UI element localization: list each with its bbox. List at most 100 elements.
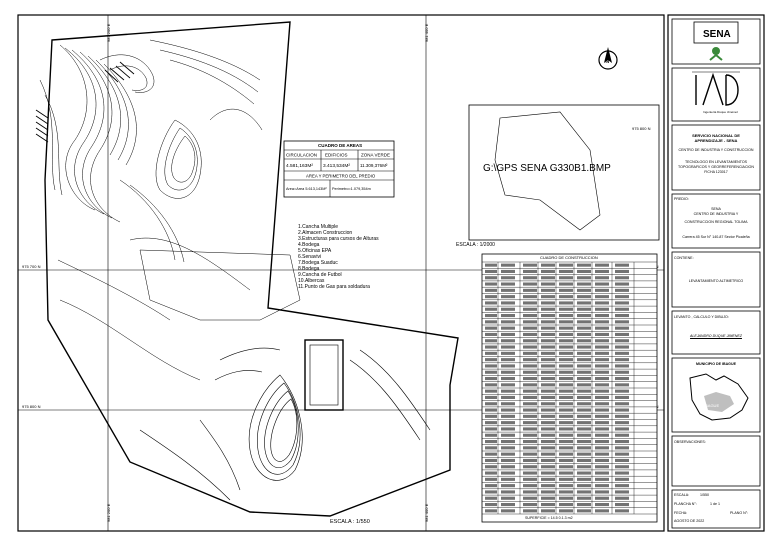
construction-table-cell [501,477,515,481]
plancha-value: 1 de 1 [710,502,720,506]
construction-table-cell [541,465,555,469]
construction-table-cell [559,503,573,507]
construction-table-cell [523,503,537,507]
observaciones-label: OBSERVACIONES: [674,440,706,444]
construction-table-cell [559,440,573,444]
construction-table-cell [559,477,573,481]
construction-table-cell [523,427,537,431]
construction-table-cell [577,503,591,507]
construction-table-cell [541,458,555,462]
construction-table-cell [501,295,515,299]
construction-table-cell [615,433,629,437]
construction-table-cell [595,358,609,362]
construction-table-cell [595,345,609,349]
construction-table-cell [501,440,515,444]
construction-table-cell [485,307,497,311]
construction-table-cell [615,452,629,456]
construction-table-cell [595,484,609,488]
areas-header-circulacion: CIRCULACION [286,153,317,158]
predio-label: PREDIO: [674,197,689,201]
construction-table-cell [541,364,555,368]
legend-item: 9.Cancha de Futbol [298,272,342,278]
construction-table-cell [485,408,497,412]
construction-table-cell [595,509,609,513]
construction-table-cell [501,509,515,513]
construction-table-cell [501,414,515,418]
construction-table-cell [615,395,629,399]
construction-table-cell [485,395,497,399]
main-scale: ESCALA : 1/550 [330,519,370,525]
construction-table-cell [559,307,573,311]
construction-table-cell [559,395,573,399]
construction-table-cell [595,301,609,305]
construction-table-cell [523,288,537,292]
construction-table-cell [559,421,573,425]
construction-table-cell [577,377,591,381]
construction-table-cell [523,458,537,462]
construction-table-cell [559,408,573,412]
construction-table-cell [523,433,537,437]
construction-table-cell [615,288,629,292]
plano-label: PLANO N°: [730,511,749,515]
construction-table-cell [577,433,591,437]
construction-table-cell [485,427,497,431]
construction-table-cell [501,496,515,500]
construction-table-cell [485,269,497,273]
construction-table-cell [501,402,515,406]
construction-table-cell [577,395,591,399]
construction-table-cell [485,421,497,425]
construction-table-cell [541,295,555,299]
legend-item: 11.Punto de Gas para soldadura [298,284,370,290]
construction-table-cell [615,408,629,412]
construction-table-cell [541,383,555,387]
construction-table-cell [595,332,609,336]
construction-table-cell [559,484,573,488]
plan-frame [17,14,665,532]
construction-table-cell [559,339,573,343]
construction-table-cell [577,276,591,280]
construction-table-cell [485,364,497,368]
construction-table-cell [559,345,573,349]
construction-table-cell [501,307,515,311]
construction-table-cell [485,295,497,299]
map-label: MUNICIPIO DE IBAGUE [696,362,736,366]
construction-table-cell [577,421,591,425]
construction-table-cell [615,421,629,425]
contour-lines-south [139,347,431,501]
construction-table-cell [559,452,573,456]
construction-table-cell [501,465,515,469]
construction-table-cell [485,490,497,494]
construction-table-cell [615,326,629,330]
construction-table-cell [501,471,515,475]
construction-table-cell [501,370,515,374]
escala-label: ESCALA: [674,493,690,497]
legend-item: 7.Bodega Suaduc [298,260,338,266]
construction-table-cell [615,503,629,507]
legend-item: 2.Almacen Construccion [298,230,352,236]
construction-table-cell [541,276,555,280]
construction-table-cell [501,282,515,286]
construction-table-cell [615,383,629,387]
construction-table-cell [559,282,573,286]
construction-table-cell [595,389,609,393]
construction-table-cell [523,320,537,324]
construction-table-cell [595,402,609,406]
construction-table-cell [541,358,555,362]
construction-table-cell [595,351,609,355]
construction-table-cell [595,364,609,368]
construction-table-cell [501,339,515,343]
construction-table-cell [541,332,555,336]
construction-table-cell [615,295,629,299]
legend-item: 8.Bodega [298,266,320,272]
construction-table-cell [485,383,497,387]
construction-table-cell [595,421,609,425]
construction-table-cell [615,282,629,286]
construction-table-cell [541,307,555,311]
construction-table-cell [541,440,555,444]
construction-table-cell [485,377,497,381]
entity-line-1: SERVICIO NACIONAL DE [692,133,740,138]
construction-table-cell [595,446,609,450]
construction-table-cell [523,465,537,469]
sena-logo-text: SENA [703,29,731,40]
construction-table-cell [559,314,573,318]
